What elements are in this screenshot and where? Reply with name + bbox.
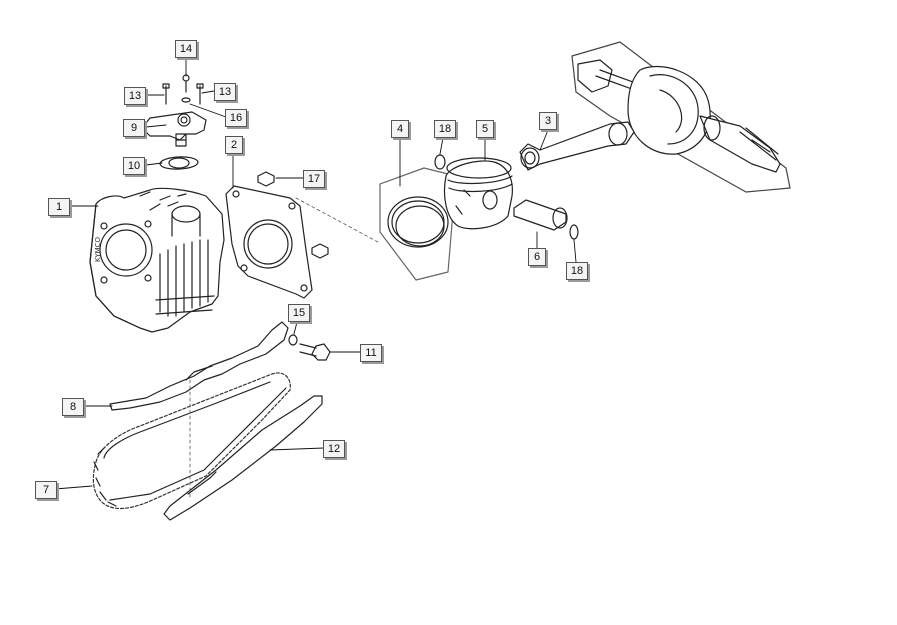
- callout-6[interactable]: 6: [528, 248, 546, 266]
- callout-10[interactable]: 10: [123, 157, 145, 175]
- callout-12[interactable]: 12: [323, 440, 345, 458]
- alignment-lines: [189, 197, 379, 501]
- callout-1[interactable]: 1: [48, 198, 70, 216]
- cylinder-gasket: [225, 185, 313, 299]
- callout-5[interactable]: 5: [476, 120, 494, 138]
- callout-7[interactable]: 7: [35, 481, 57, 499]
- callout-11[interactable]: 11: [360, 344, 382, 362]
- callout-18-bottom[interactable]: 18: [566, 262, 588, 280]
- crankshaft-assembly: [519, 41, 791, 193]
- piston: [443, 157, 513, 230]
- callout-8[interactable]: 8: [62, 398, 84, 416]
- callout-3[interactable]: 3: [539, 112, 557, 130]
- piston-pin: [513, 199, 568, 231]
- dowel-pins: [257, 171, 329, 259]
- callout-15[interactable]: 15: [288, 304, 310, 322]
- kymco-brand-mark: KYMCO: [94, 236, 102, 262]
- callout-14[interactable]: 14: [175, 40, 197, 58]
- callout-17[interactable]: 17: [303, 170, 325, 188]
- callout-13-left[interactable]: 13: [124, 87, 146, 105]
- callout-9[interactable]: 9: [123, 119, 145, 137]
- callout-2[interactable]: 2: [225, 136, 243, 154]
- callout-13-right[interactable]: 13: [214, 83, 236, 101]
- callout-4[interactable]: 4: [391, 120, 409, 138]
- cam-chain-tensioner: [141, 74, 207, 170]
- piston-rings: [379, 167, 457, 281]
- circlips: [434, 154, 579, 240]
- cylinder-block: [89, 187, 225, 333]
- callout-16[interactable]: 16: [225, 109, 247, 127]
- callout-18-top[interactable]: 18: [434, 120, 456, 138]
- leader-lines: [54, 57, 577, 490]
- cam-chain-parts: [92, 321, 331, 521]
